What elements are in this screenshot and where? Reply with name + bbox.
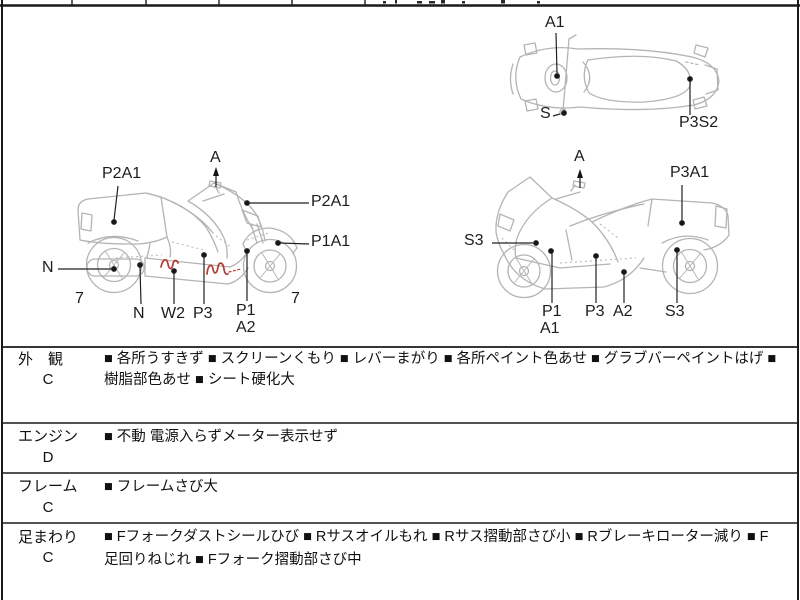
grade-undercarriage: C (42, 549, 54, 566)
section-label-engine: エンジン (18, 428, 79, 445)
scooter-left-view (77, 180, 298, 294)
label-p3s2-topview: P3S2 (679, 114, 719, 131)
defect-line: ■ フレームさび大 (104, 479, 218, 495)
label-seven-right: 7 (291, 290, 300, 307)
grade-frame: C (42, 499, 54, 516)
label-p1-leftview: P1 (236, 302, 256, 319)
label-p1-rightview: P1 (542, 303, 562, 320)
label-w2: W2 (161, 305, 185, 322)
defect-line: 樹脂部色あせ ■ シート硬化大 (104, 372, 295, 388)
label-a-leftview: A (210, 149, 221, 166)
grade-exterior: C (42, 371, 54, 388)
section-label-exterior: 外 観 (18, 351, 64, 368)
label-a2-rightview: A2 (613, 303, 633, 320)
section-label-undercarriage: 足まわり (18, 529, 79, 546)
label-seven-left: 7 (75, 290, 84, 307)
label-p3-rightview: P3 (585, 303, 605, 320)
defect-line: 足回りねじれ ■ Fフォーク摺動部さび中 (104, 552, 362, 568)
right-view-dotted-lines (501, 223, 637, 264)
left-view-dotted-lines (115, 232, 269, 259)
section-label-frame: フレーム (18, 478, 78, 495)
label-s-topview: S (540, 105, 551, 122)
label-p1a1: P1A1 (311, 233, 351, 250)
label-a1-topview: A1 (545, 14, 565, 31)
label-p2a1-left: P2A1 (102, 165, 142, 182)
grade-engine: D (42, 449, 54, 466)
label-a1-rightview: A1 (540, 320, 560, 337)
label-p3-leftview: P3 (193, 305, 213, 322)
defect-line: ■ 不動 電源入らずメーター表示せず (104, 429, 339, 445)
label-n-left: N (42, 259, 54, 276)
label-a-rightview: A (574, 148, 585, 165)
label-s3-right: S3 (665, 303, 685, 320)
leader-lines (58, 32, 693, 305)
scooter-right-view (495, 176, 730, 299)
label-n-bottom: N (133, 305, 145, 322)
label-p2a1-right: P2A1 (311, 193, 351, 210)
left-view-damage-marks (160, 259, 242, 276)
label-a2-leftview: A2 (236, 319, 256, 336)
table-header-fragments (383, 0, 540, 4)
label-s3-left: S3 (464, 232, 484, 249)
label-p3a1: P3A1 (670, 164, 710, 181)
defect-line: ■ 各所うすきず ■ スクリーンくもり ■ レバーまがり ■ 各所ペイント色あせ… (104, 351, 777, 367)
defect-line: ■ Fフォークダストシールひび ■ Rサスオイルもれ ■ Rサス摺動部さび小 ■… (104, 529, 769, 545)
scooter-top-view (509, 34, 720, 116)
